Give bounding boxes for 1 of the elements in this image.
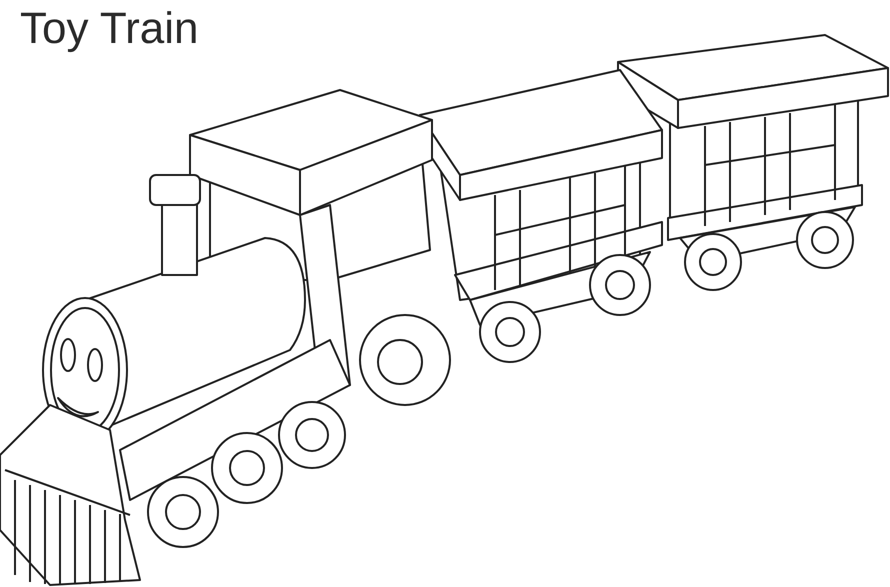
title: Toy Train — [20, 3, 199, 55]
